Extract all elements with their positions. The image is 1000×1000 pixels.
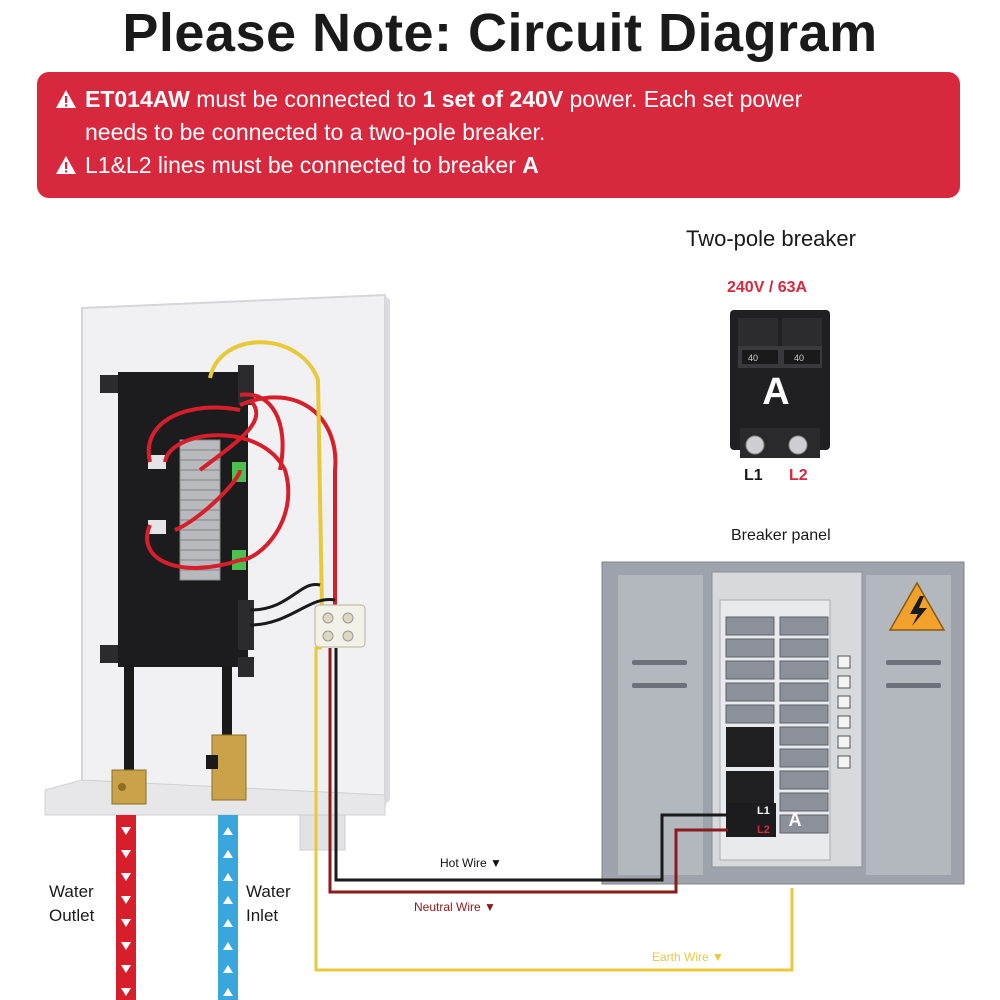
earth-wire-label: Earth Wire ▼ <box>652 950 724 964</box>
breaker-title: Two-pole breaker <box>686 226 856 251</box>
power-spec: 1 set of 240V <box>422 86 564 112</box>
model-name: ET014AW <box>85 86 190 112</box>
two-pole-breaker: 40 40 A <box>730 310 830 458</box>
breaker-rating: 240V / 63A <box>727 279 808 296</box>
warning-banner: ET014AW must be connected to 1 set of 24… <box>37 72 960 198</box>
neutral-wire-label: Neutral Wire ▼ <box>414 900 496 914</box>
water-inlet-label-line2: Inlet <box>246 906 279 925</box>
breaker-letter: A <box>522 152 539 178</box>
hot-wire-label: Hot Wire ▼ <box>440 856 502 870</box>
hot-wire <box>334 648 728 882</box>
panel-breaker-letter: A <box>789 810 802 830</box>
note-text: needs to be connected to a two-pole brea… <box>85 119 546 145</box>
page-title: Please Note: Circuit Diagram <box>122 3 878 63</box>
outlet-fitting <box>111 769 147 805</box>
panel-title: Breaker panel <box>731 527 831 544</box>
terminal-block <box>314 604 366 648</box>
panel-breaker-a <box>726 803 776 837</box>
breaker-panel: L1 L2 A <box>601 561 965 885</box>
note-line-3: L1&L2 lines must be connected to breaker… <box>55 149 942 182</box>
breaker-ampere-left: 40 <box>748 353 758 363</box>
earth-wire <box>314 646 794 972</box>
warning-triangle-icon <box>56 90 76 108</box>
note-text: must be connected to <box>189 86 423 112</box>
panel-l1-label: L1 <box>757 805 770 817</box>
water-outlet-pipe <box>116 815 136 1000</box>
water-inlet-label-line1: Water <box>246 882 291 901</box>
external-wires <box>314 646 794 972</box>
water-outlet-label-line1: Water <box>49 882 94 901</box>
note-line-2: needs to be connected to a two-pole brea… <box>55 116 942 149</box>
note-text: L1&L2 lines must be connected to breaker <box>85 152 523 178</box>
water-heater-unit <box>44 293 390 851</box>
breaker-l2-label: L2 <box>789 467 808 484</box>
water-outlet-label-line2: Outlet <box>49 906 95 925</box>
note-text: power. Each set power <box>563 86 803 112</box>
neutral-wire <box>328 648 728 894</box>
breaker-ampere-right: 40 <box>794 353 804 363</box>
breaker-l1-label: L1 <box>744 467 763 484</box>
panel-l2-label: L2 <box>757 824 770 836</box>
water-inlet-pipe <box>218 815 238 1000</box>
high-voltage-warning-icon <box>888 581 946 631</box>
note-line-1: ET014AW must be connected to 1 set of 24… <box>55 83 942 116</box>
breaker-letter-label: A <box>762 371 789 413</box>
warning-triangle-icon <box>56 156 76 174</box>
